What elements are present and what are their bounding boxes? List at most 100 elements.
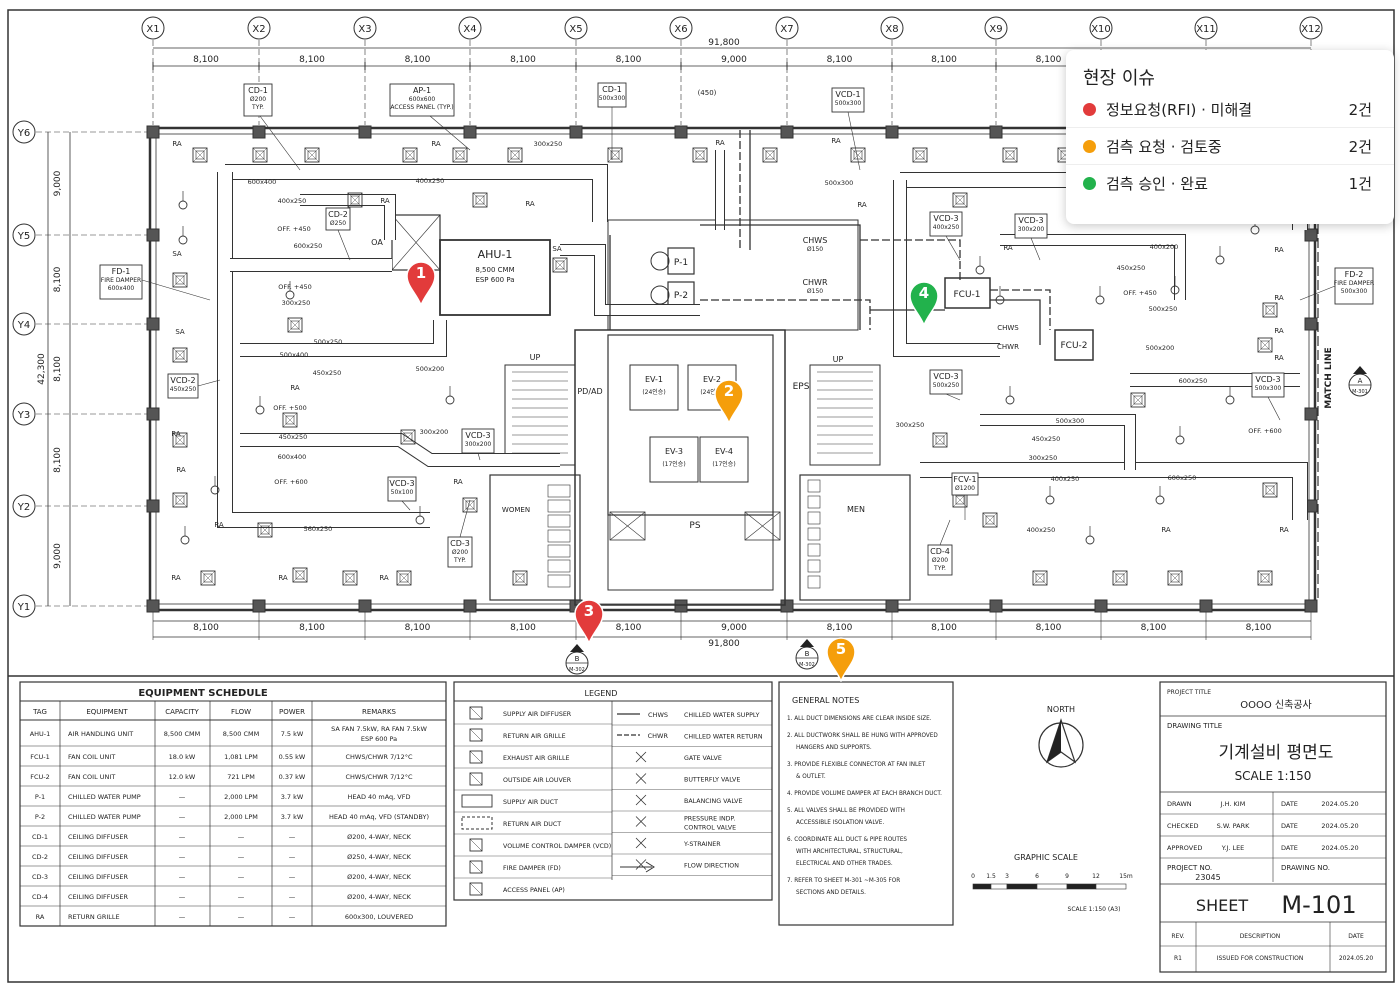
schedule-cell: 3.7 kW xyxy=(281,813,304,821)
ceiling-diffuser xyxy=(172,432,188,448)
issue-marker-5[interactable]: 5 xyxy=(825,636,857,682)
duct-shaft xyxy=(609,511,646,541)
diffuser-core xyxy=(985,515,995,525)
schedule-cell: 1,081 LPM xyxy=(224,753,258,761)
overall-dimension: 91,800 xyxy=(708,38,740,48)
span-dimension: 8,100 xyxy=(1246,623,1272,633)
issue-marker-4[interactable]: 4 xyxy=(908,280,940,326)
grid-bubble-y4 xyxy=(12,312,36,336)
schedule-cell: — xyxy=(238,913,245,921)
grid-bubble-x7 xyxy=(775,16,799,40)
round-diffuser xyxy=(1045,495,1055,505)
issue-filter-inspection-review[interactable]: 검측 요청 · 검토중 2건 xyxy=(1066,128,1394,165)
scale-title: GRAPHIC SCALE xyxy=(1014,853,1078,862)
diffuser-diag xyxy=(462,497,478,513)
callout-text: CD-4 xyxy=(930,547,950,556)
span-dimension: 8,100 xyxy=(1141,623,1167,633)
schedule-cell: CEILING DIFFUSER xyxy=(68,853,128,861)
ceiling-diffuser xyxy=(552,257,568,273)
legend-box-symbol xyxy=(469,728,483,742)
ceiling-diffuser xyxy=(200,570,216,586)
drawing-frame xyxy=(7,9,1395,983)
span-dimension: 8,100 xyxy=(510,55,536,65)
return-air-label: RA xyxy=(1003,244,1013,252)
stair-outline xyxy=(504,364,576,466)
diffuser-core xyxy=(510,150,520,160)
callout-box xyxy=(929,211,963,237)
callout-box xyxy=(389,83,455,117)
structural-column xyxy=(569,125,583,139)
callout-text: Ø250 xyxy=(330,220,346,227)
issue-marker-3[interactable]: 3 xyxy=(573,598,605,644)
urinal-fixture xyxy=(807,527,821,541)
section-sheet: M-302 xyxy=(799,662,815,668)
callout-leader xyxy=(197,379,221,387)
grid-bubble-y2 xyxy=(12,494,36,518)
symbol-diag xyxy=(469,706,483,720)
symbol-diag xyxy=(469,772,483,786)
issue-marker-1[interactable]: 1 xyxy=(405,260,437,306)
map-pin-icon xyxy=(714,379,744,424)
callout-text: VCD-3 xyxy=(465,431,490,440)
section-letter: B xyxy=(805,650,810,658)
ceiling-diffuser xyxy=(1262,482,1278,498)
structural-column xyxy=(989,125,1003,139)
pipe-size: Ø150 xyxy=(807,288,823,295)
symbol-diag xyxy=(469,860,483,874)
stair-up-label: UP xyxy=(833,355,844,364)
callout-text: 600x400 xyxy=(108,285,135,292)
issue-marker-number: 1 xyxy=(415,264,427,282)
legend-title: LEGEND xyxy=(585,689,618,698)
round-diffuser xyxy=(1085,535,1095,545)
map-pin-icon xyxy=(574,599,604,644)
diffuser-outline xyxy=(512,570,528,586)
scale-segment xyxy=(1006,883,1038,890)
span-dimension: 8,100 xyxy=(931,55,957,65)
span-dimension: 8,100 xyxy=(616,623,642,633)
ceiling-diffuser xyxy=(292,567,308,583)
issue-filter-rfi-open[interactable]: 정보요청(RFI) · 미해결 2건 xyxy=(1066,91,1394,128)
round-diffuser xyxy=(445,395,455,405)
stair-left xyxy=(504,364,576,466)
ps-label: PS xyxy=(689,521,700,531)
callout-text: 400x250 xyxy=(933,224,960,231)
diffuser-core xyxy=(515,573,525,583)
diffuser-core xyxy=(285,415,295,425)
toilet-fixture xyxy=(547,484,571,498)
return-air-label: RA xyxy=(525,200,535,208)
span-dimension: 8,100 xyxy=(827,623,853,633)
urinal-fixture xyxy=(807,479,821,493)
valve-symbol xyxy=(635,816,647,827)
duct-size: OFF. +450 xyxy=(277,225,311,233)
row-dimension: 9,000 xyxy=(53,170,63,196)
pump-p1 xyxy=(667,247,695,275)
callout-box xyxy=(1014,213,1048,239)
diffuser-outline xyxy=(982,512,998,528)
duct-size: 300x250 xyxy=(896,421,925,429)
return-air-label: RA xyxy=(1274,327,1284,335)
field-label: DRAWING TITLE xyxy=(1167,722,1222,730)
issue-marker-2[interactable]: 2 xyxy=(713,378,745,424)
diffuser-outline xyxy=(452,147,468,163)
round-diffuser xyxy=(1225,395,1235,405)
callout-text: AP-1 xyxy=(413,86,431,95)
section-marker-a: AM-301 xyxy=(1348,366,1372,397)
ceiling-diffuser xyxy=(287,317,303,333)
elevator-capacity: (17인승) xyxy=(662,461,685,468)
diffuser-diag xyxy=(287,317,303,333)
diffuser-core xyxy=(1260,573,1270,583)
schedule-cell: CD-2 xyxy=(32,853,48,861)
legend-item: CHILLED WATER RETURN xyxy=(684,734,763,741)
callout-text: FCV-1 xyxy=(953,475,976,484)
issue-filter-inspection-approved[interactable]: 검측 승인 · 완료 1건 xyxy=(1066,165,1394,201)
ceiling-diffuser xyxy=(692,147,708,163)
schedule-cell: 2,000 LPM xyxy=(224,813,258,821)
legend-item: SUPPLY AIR DIFFUSER xyxy=(503,711,572,718)
schedule-cell: 8,500 CMM xyxy=(164,730,200,738)
